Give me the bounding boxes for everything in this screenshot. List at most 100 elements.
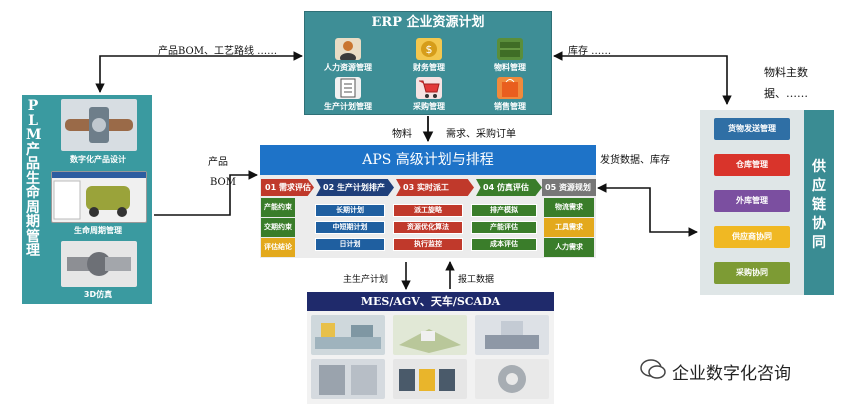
supply-chain-block: 货物发送管理 仓库管理 外库管理 供应商协同 采购协同 供应链协同: [700, 110, 834, 295]
aps-step-simulation: 04 仿真评估: [476, 179, 542, 196]
label-sc-aps: 发货数据、库存: [600, 155, 670, 166]
watermark: 企业数字化咨询: [640, 358, 791, 385]
factory-line-icon: [311, 315, 385, 355]
aps-step-planning: 02 生产计划排产: [316, 179, 394, 196]
aps-block: APS 高级计划与排程 01 需求评估 02 生产计划排产 03 实时派工 04…: [260, 145, 596, 258]
coin-icon: $: [416, 38, 442, 60]
aps-step-num: 02: [323, 183, 335, 192]
label-erp-aps-right: 需求、采购订单: [446, 129, 516, 140]
mes-block: MES/AGV、天车/SCADA: [307, 292, 554, 404]
aps-title: APS 高级计划与排程: [260, 145, 596, 175]
plm-aps-arrow: [154, 170, 258, 216]
erp-block: ERP 企业资源计划 人力资源管理 $ 财务管理 物料管理 生产计划管理 采购管…: [304, 11, 552, 115]
aps-step-dispatch: 03 实时派工: [396, 179, 474, 196]
crate-icon: [497, 38, 523, 60]
wechat-icon: [640, 358, 666, 385]
erp-module-material: 物料管理: [473, 36, 547, 74]
aps-demand-cell: 产能约束: [261, 198, 295, 217]
plm-panel-simulation: 3D仿真: [47, 239, 149, 303]
aps-simulation-cell: 产能评估: [471, 221, 537, 234]
aps-dispatch-cell: 执行监控: [393, 238, 463, 251]
supply-chain-item: 外库管理: [714, 190, 790, 212]
watermark-text: 企业数字化咨询: [672, 364, 791, 384]
supply-chain-title-text: 供应链协同: [812, 159, 826, 251]
aps-simulation-cell: 成本评估: [471, 238, 537, 251]
plm-title-text: PLM产品生命周期管理: [26, 98, 42, 259]
aps-planning-cell: 长期计划: [315, 204, 385, 217]
aps-step-num: 05: [545, 183, 557, 192]
aps-step-resources: 05 资源规划: [542, 179, 596, 196]
aps-dispatch-cell: 派工旋略: [393, 204, 463, 217]
supply-chain-panel: 货物发送管理 仓库管理 外库管理 供应商协同 采购协同: [700, 110, 804, 295]
aps-resource-cell: 人力需求: [544, 238, 594, 257]
plm-panel-lifecycle: 生命周期管理: [47, 169, 149, 237]
aps-resource-cell: 物流需求: [544, 198, 594, 217]
supply-chain-item: 供应商协同: [714, 226, 790, 248]
plm-block: PLM产品生命周期管理 数字化产品设计 生命周期管理 3D仿真: [22, 95, 152, 304]
supply-chain-item: 仓库管理: [714, 154, 790, 176]
aps-step-num: 01: [265, 183, 277, 192]
erp-module-purchase: 采购管理: [392, 75, 466, 113]
aps-step-num: 04: [483, 183, 495, 192]
software-window-icon: [51, 171, 147, 223]
supply-chain-title: 供应链协同: [804, 110, 834, 295]
supply-chain-item: 货物发送管理: [714, 118, 790, 140]
document-icon: [335, 77, 361, 99]
label-plm-aps-2: BOM: [210, 177, 236, 188]
aps-planning-cell: 中短期计划: [315, 221, 385, 234]
label-sc-note-2: 据、……: [764, 87, 808, 100]
aps-step-label: 需求评估: [278, 183, 311, 192]
aps-step-label: 生产计划排产: [336, 183, 385, 192]
erp-module-label: 人力资源管理: [324, 63, 372, 72]
erp-module-finance: $ 财务管理: [392, 36, 466, 74]
label-erp-sc: 库存 ……: [568, 46, 612, 57]
aps-step-demand: 01 需求评估: [261, 179, 314, 196]
bearing-machine-icon: [475, 359, 549, 399]
sc-aps-arrow: [597, 183, 698, 237]
plm-panel-label: 生命周期管理: [74, 226, 122, 235]
label-sc-note-1: 物料主数: [764, 66, 808, 79]
erp-module-hr: 人力资源管理: [311, 36, 385, 74]
label-plm-aps-1: 产品: [208, 157, 228, 168]
plm-panel-label: 数字化产品设计: [70, 155, 126, 164]
agv-robot-icon: [475, 315, 549, 355]
plant-layout-icon: [393, 315, 467, 355]
aps-step-label: 实时派工: [416, 183, 449, 192]
joint-3d-icon: [61, 241, 137, 287]
aps-step-num: 03: [403, 183, 415, 192]
erp-module-sales: 销售管理: [473, 75, 547, 113]
label-plm-erp: 产品BOM、工艺路线 ……: [158, 46, 278, 57]
cart-icon: [416, 77, 442, 99]
label-mes-aps: 报工数据: [458, 275, 495, 285]
plm-panel-label: 3D仿真: [83, 290, 113, 299]
plm-title: PLM产品生命周期管理: [22, 95, 44, 304]
erp-module-label: 物料管理: [494, 63, 526, 72]
erp-title: ERP 企业资源计划: [371, 15, 485, 30]
label-erp-aps-left: 物料: [392, 129, 412, 140]
sale-bag-icon: [497, 77, 523, 99]
erp-module-label: 采购管理: [413, 102, 445, 111]
erp-module-label: 财务管理: [413, 63, 445, 72]
erp-module-label: 生产计划管理: [324, 102, 372, 111]
label-aps-mes: 主生产计划: [343, 275, 389, 285]
valve-3d-icon: [61, 99, 137, 151]
control-cabinet-icon: [311, 359, 385, 399]
aps-resource-cell: 工具需求: [544, 218, 594, 237]
person-icon: [335, 38, 361, 63]
erp-sc-arrow: [553, 51, 732, 105]
aps-demand-cell: 评估结论: [261, 238, 295, 257]
aps-planning-cell: 日计划: [315, 238, 385, 251]
plm-panel-design: 数字化产品设计: [47, 97, 149, 167]
svg-text:$: $: [426, 43, 433, 56]
aps-simulation-cell: 排产模拟: [471, 204, 537, 217]
supply-chain-item: 采购协同: [714, 262, 790, 284]
erp-module-label: 销售管理: [494, 102, 526, 111]
aps-step-label: 资源规划: [558, 183, 591, 192]
plc-modules-icon: [393, 359, 467, 399]
plm-erp-arrow: [95, 51, 303, 93]
mes-title: MES/AGV、天车/SCADA: [307, 292, 554, 311]
aps-dispatch-cell: 资源优化算法: [393, 221, 463, 234]
aps-demand-cell: 交期约束: [261, 218, 295, 237]
aps-step-label: 仿真评估: [496, 183, 529, 192]
erp-module-production: 生产计划管理: [311, 75, 385, 113]
